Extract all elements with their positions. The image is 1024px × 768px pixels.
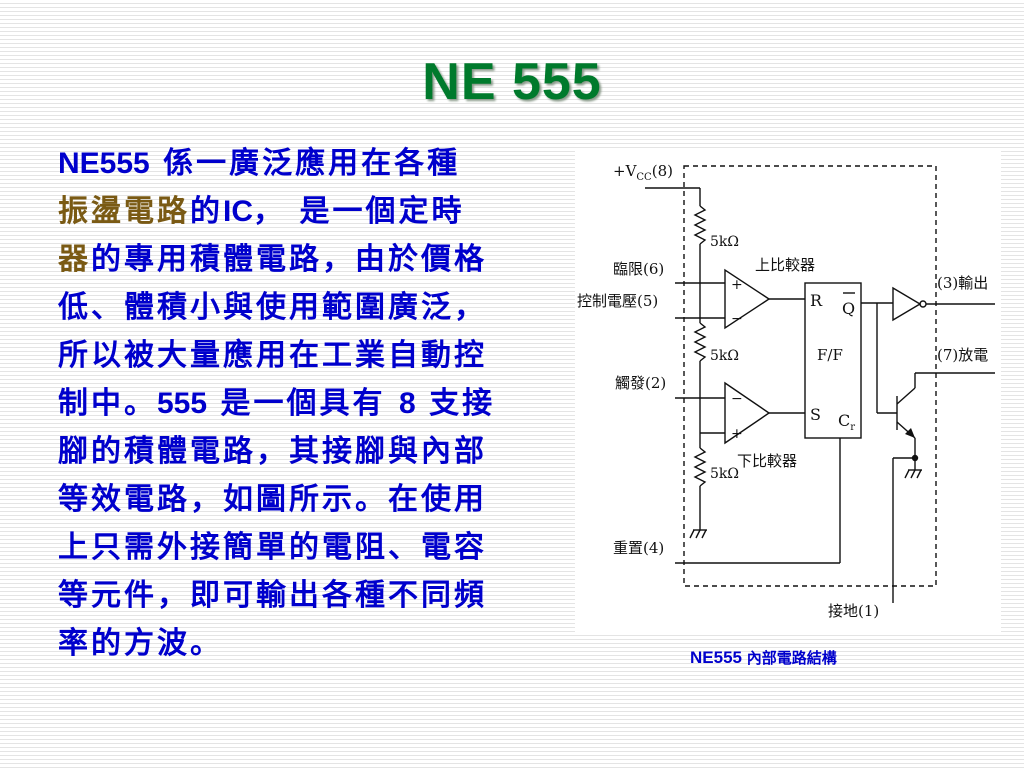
vcc-label: +VCC(8) — [613, 162, 673, 183]
discharge-label: (7)放電 — [937, 346, 988, 364]
upper-comp-minus: − — [731, 311, 743, 327]
resistor-1 — [693, 205, 707, 245]
paragraph-line-4: 低、體積小與使用範圍廣泛， — [58, 290, 487, 325]
resistor-3-label: 5kΩ — [710, 466, 739, 482]
control-voltage-label: 控制電壓(5) — [577, 292, 658, 310]
lower-comp-minus: − — [731, 391, 743, 407]
paragraph-line-8: 等效電路，如圖所示。在使用 — [58, 482, 487, 517]
trigger-label: 觸發(2) — [615, 374, 666, 392]
ne555-internal-circuit-diagram: +VCC(8) 5kΩ 5kΩ 5kΩ 臨限(6) 控制電壓(5) 觸發(2) … — [575, 148, 1001, 633]
resistor-2-label: 5kΩ — [710, 348, 739, 364]
ff-r-label: R — [810, 291, 823, 310]
paragraph-line-3: 器的專用積體電路，由於價格 — [58, 242, 487, 277]
lower-comparator-label: 下比較器 — [737, 452, 797, 470]
resistor-3 — [693, 447, 707, 487]
paragraph-line-1: NE555 係一廣泛應用在各種 — [58, 146, 461, 181]
paragraph-line-11: 率的方波。 — [58, 626, 223, 661]
output-label: (3)輸出 — [937, 274, 988, 292]
lower-comp-plus: + — [731, 426, 743, 442]
upper-comp-plus: + — [731, 277, 743, 293]
ff-s-label: S — [810, 405, 821, 424]
ff-cr-label: Cr — [838, 411, 855, 433]
ff-name-label: F/F — [817, 346, 843, 364]
threshold-label: 臨限(6) — [613, 260, 664, 278]
paragraph-line-6: 制中。555 是一個具有 8 支接 — [58, 386, 496, 421]
diagram-caption: NE555 內部電路結構 — [690, 648, 837, 667]
lower-comparator-symbol — [724, 381, 771, 445]
resistor-2 — [693, 322, 707, 362]
paragraph-line-5: 所以被大量應用在工業自動控 — [58, 338, 487, 373]
upper-comparator-label: 上比較器 — [755, 256, 815, 274]
resistor-1-label: 5kΩ — [710, 234, 739, 250]
flip-flop-box — [804, 282, 862, 439]
output-inverter-symbol — [892, 286, 922, 322]
chip-boundary — [683, 165, 937, 587]
transistor-collector — [896, 387, 916, 405]
emitter-arrow — [905, 428, 915, 438]
paragraph-line-2: 振盪電路的IC， 是一個定時 — [58, 194, 465, 229]
reset-label: 重置(4) — [613, 539, 664, 557]
paragraph-line-9: 上只需外接簡單的電阻、電容 — [58, 530, 487, 565]
circuit-svg: +VCC(8) 5kΩ 5kΩ 5kΩ 臨限(6) 控制電壓(5) 觸發(2) … — [577, 162, 995, 620]
body-paragraph: NE555 係一廣泛應用在各種 振盪電路的IC， 是一個定時 器的專用積體電路，… — [58, 140, 578, 668]
paragraph-line-7: 腳的積體電路，其接腳與內部 — [58, 434, 487, 469]
ground-label: 接地(1) — [828, 602, 879, 620]
ff-q-label: Q — [842, 299, 855, 318]
upper-comparator-symbol — [724, 268, 771, 330]
paragraph-line-10: 等元件，即可輸出各種不同頻 — [58, 578, 487, 613]
slide-title: NE 555 — [422, 53, 602, 111]
